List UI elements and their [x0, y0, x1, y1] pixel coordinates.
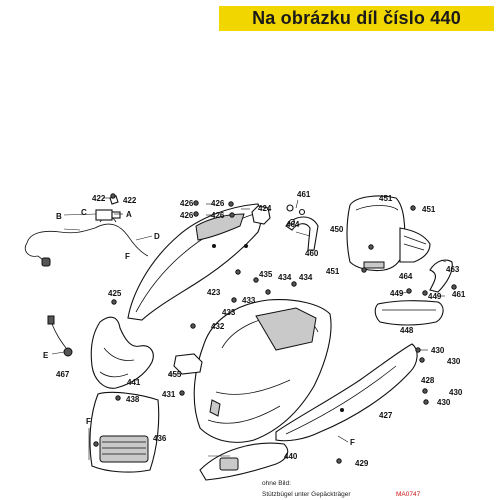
- storage-compartment: [193, 299, 332, 443]
- label-426-d: 426: [211, 211, 225, 220]
- label-424: 424: [258, 204, 272, 213]
- label-432: 432: [211, 322, 225, 331]
- cable-assembly: [24, 195, 153, 267]
- label-425: 425: [108, 289, 122, 298]
- label-428: 428: [421, 376, 435, 385]
- label-467: 467: [56, 370, 70, 379]
- label-436: 436: [153, 434, 167, 443]
- label-461-b: 461: [452, 290, 466, 299]
- label-448: 448: [400, 326, 414, 335]
- label-435: 435: [259, 270, 273, 279]
- label-b: B: [56, 212, 62, 221]
- label-426-b: 426: [180, 211, 194, 220]
- label-430-b: 430: [447, 357, 461, 366]
- label-450: 450: [330, 225, 344, 234]
- label-433-a: 433: [242, 296, 256, 305]
- footer-code: MA0747: [396, 491, 421, 498]
- part-number-banner: Na obrázku díl číslo 440: [219, 6, 494, 31]
- banner-text: Na obrázku díl číslo 440: [252, 8, 461, 28]
- label-426-c: 426: [211, 199, 225, 208]
- label-430-a: 430: [431, 346, 445, 355]
- label-f-b: F: [86, 417, 91, 426]
- front-inner-panel: [90, 316, 154, 389]
- label-449-a: 449: [390, 289, 404, 298]
- label-434-a: 434: [278, 273, 292, 282]
- trim-strip: [374, 300, 444, 326]
- footer-note-line1: ohne Bild:: [262, 480, 291, 487]
- right-side-panel: [275, 343, 418, 442]
- carrier-bracket: [285, 204, 319, 251]
- top-case: [346, 195, 431, 272]
- hardware-fasteners: [93, 193, 457, 464]
- label-d: D: [154, 232, 160, 241]
- label-434-b: 434: [299, 273, 313, 282]
- floor-panel-440: [199, 442, 289, 481]
- label-438: 438: [126, 395, 140, 404]
- label-427: 427: [379, 411, 393, 420]
- label-455: 455: [168, 370, 182, 379]
- rear-side-panel: [127, 203, 271, 321]
- label-a: A: [126, 210, 132, 219]
- label-460: 460: [305, 249, 319, 258]
- label-429: 429: [355, 459, 369, 468]
- grab-handle: [429, 259, 453, 293]
- leader-lines: [88, 197, 447, 460]
- label-449-b: 449: [428, 292, 442, 301]
- label-f-a: F: [125, 252, 130, 261]
- label-464-a: 464: [286, 220, 300, 229]
- label-430-d: 430: [437, 398, 451, 407]
- label-440: 440: [284, 452, 298, 461]
- label-426-a: 426: [180, 199, 194, 208]
- battery-cover: [173, 353, 203, 375]
- label-c: C: [81, 208, 87, 217]
- label-423: 423: [207, 288, 221, 297]
- sensor-wire: [47, 315, 73, 357]
- label-464-b: 464: [399, 272, 413, 281]
- part-labels: 422 422 A B C D 426 426 426 426 424 461 …: [43, 190, 466, 468]
- label-451-b: 451: [422, 205, 436, 214]
- label-463: 463: [446, 265, 460, 274]
- footer-note-line2: Stützbügel unter Gepäckträger: [262, 491, 351, 498]
- front-lower-panel: [89, 391, 160, 473]
- label-422-b: 422: [123, 196, 137, 205]
- label-e: E: [43, 351, 49, 360]
- label-451-a: 451: [379, 194, 393, 203]
- label-f-c: F: [350, 438, 355, 447]
- label-430-c: 430: [449, 388, 463, 397]
- label-422-a: 422: [92, 194, 106, 203]
- label-431: 431: [162, 390, 176, 399]
- footer-notes: ohne Bild: Stützbügel unter Gepäckträger…: [262, 480, 421, 498]
- label-441: 441: [127, 378, 141, 387]
- label-433-b: 433: [222, 308, 236, 317]
- label-451-c: 451: [326, 267, 340, 276]
- label-461-a: 461: [297, 190, 311, 199]
